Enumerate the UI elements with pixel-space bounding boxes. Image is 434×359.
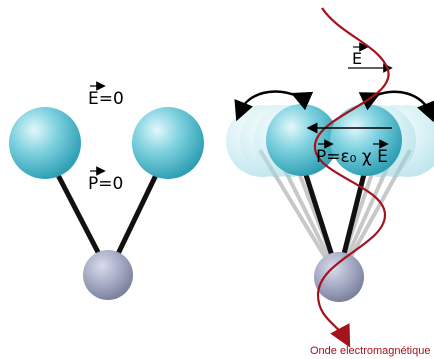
atom-right (132, 107, 204, 179)
field-zero-label: E=0 (88, 86, 124, 109)
e-vector-text: E (352, 49, 362, 68)
e-field-zero-text: E=0 (88, 89, 124, 109)
core-atom (83, 250, 133, 300)
polarization-formula-text: P=ε₀ χ E (316, 147, 388, 167)
polarization-zero-text: P=0 (88, 174, 123, 194)
polarization-zero-label: P=0 (88, 171, 123, 194)
atom-left (9, 107, 81, 179)
molecule-oscillating (226, 104, 434, 302)
molecule-at-rest (9, 107, 204, 300)
core-atom-main (314, 252, 364, 302)
wave-caption: Onde electromagnétique (310, 345, 430, 357)
